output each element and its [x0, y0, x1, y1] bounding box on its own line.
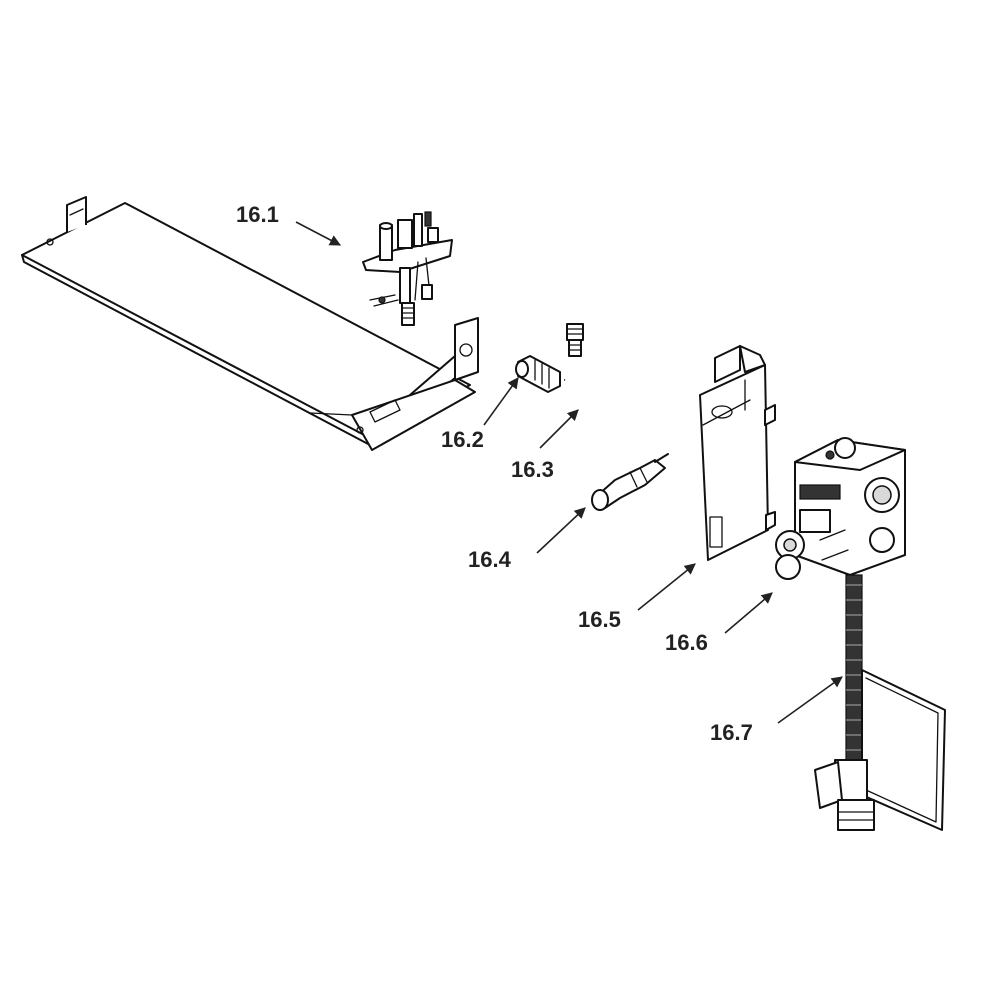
burner-tray — [21, 196, 479, 451]
arrow-16-3 — [539, 409, 579, 449]
flex-gas-line — [814, 574, 946, 831]
arrow-16-1 — [295, 221, 341, 246]
callout-arrows — [295, 221, 843, 724]
label-16-7: 16.7 — [710, 720, 753, 745]
valve-bracket — [699, 345, 776, 561]
label-16-1: 16.1 — [236, 202, 279, 227]
arrow-16-7 — [777, 676, 843, 724]
gas-valve — [775, 437, 906, 580]
pilot-tube — [564, 254, 642, 409]
label-16-2: 16.2 — [441, 427, 484, 452]
fitting — [515, 355, 561, 393]
label-16-5: 16.5 — [578, 607, 621, 632]
label-16-3: 16.3 — [511, 457, 554, 482]
arrow-16-5 — [637, 563, 696, 611]
thermocouple — [591, 453, 669, 511]
arrow-16-6 — [724, 592, 773, 634]
arrow-16-2 — [483, 377, 519, 426]
pilot-assembly — [362, 211, 453, 326]
label-16-4: 16.4 — [468, 547, 512, 572]
callout-labels: 16.1 16.2 16.3 16.4 16.5 16.6 16.7 — [236, 202, 753, 745]
label-16-6: 16.6 — [665, 630, 708, 655]
arrow-16-4 — [536, 507, 586, 554]
